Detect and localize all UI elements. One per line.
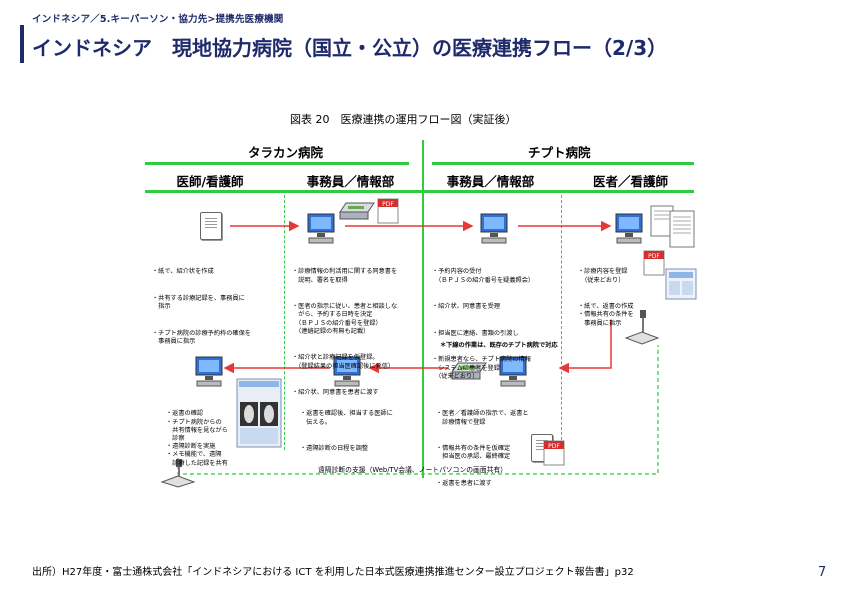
page-title: インドネシア 現地協力病院（国立・公立）の医療連携フロー（2/3） (32, 36, 668, 60)
note-cipto-doctor-top: ・診療内容を登録 （従来どおり） ・紙で、返書の作成 ・情報共有の条件を 事務員… (578, 268, 634, 327)
breadcrumb: インドネシア／5.キーパーソン・協力先>提携先医療機関 (32, 14, 284, 25)
screen-capture-icon (665, 268, 697, 300)
webcam-icon (160, 459, 196, 488)
title-accent-bar (20, 25, 24, 63)
note-tarakan-doctor-bottom: ・返書の確認 ・チプト病院からの 共有情報を見ながら 診察 ・遠隔診断を実施 ・… (166, 410, 228, 467)
computer-icon (333, 356, 361, 387)
hospital-tarakan: タラカン病院 (248, 145, 324, 160)
note-cipto-office-bottom: ・医者／看護師の指示で、返書と 診療情報で登録 ・情報共有の条件を仮確定 担当医… (436, 410, 529, 488)
pdf-icon: PDF (643, 250, 665, 276)
scanner-icon (339, 202, 375, 220)
role-divider (145, 190, 694, 193)
note-tarakan-doctor-top: ・紙で、紹介状を作成 ・共有する診療記録を、事務員に 指示 ・チプト病院の診療予… (152, 268, 251, 346)
lane-divider-left (284, 190, 285, 450)
medical-record-sheet-icon (650, 205, 695, 248)
computer-icon (615, 213, 643, 244)
hospital-divider-left (145, 162, 409, 165)
hospital-separator (422, 140, 424, 478)
scanner-icon (451, 362, 487, 380)
svg-text:PDF: PDF (648, 253, 660, 260)
hospital-cipto: チプト病院 (528, 145, 591, 160)
role-cipto-doctor: 医者／看護師 (592, 174, 668, 189)
note-cipto-office-emphasis: ＊下線の作業は、既存のチプト病院で対応 (440, 342, 558, 349)
note-tarakan-office-bottom: ・返書を確認後、担当する医師に 伝える。 ・遠隔診断の日程を調整 (300, 410, 393, 453)
role-cipto-office: 事務員／情報部 (446, 174, 535, 189)
role-tarakan-doctor: 医師/看護師 (176, 174, 244, 189)
remote-support-label: 遠隔診断の支援（Web/TV会議、ノートパソコンの画面共有） (318, 466, 508, 474)
computer-icon (480, 213, 508, 244)
figure-caption: 図表 20 医療連携の運用フロー図（実証後） (290, 113, 517, 126)
computer-icon (499, 356, 527, 387)
hospital-divider-right (432, 162, 694, 165)
computer-icon (307, 213, 335, 244)
letter-document-icon (200, 212, 222, 240)
role-tarakan-office: 事務員／情報部 (306, 174, 395, 189)
lane-divider-right (561, 190, 562, 450)
note-tarakan-office-top: ・診療情報の利活用に関する同意書を 説明、署名を取得 ・医者の指示に従い、患者と… (292, 268, 398, 397)
source-note: 出所）H27年度・富士通株式会社「インドネシアにおける ICT を利用した日本式… (32, 567, 634, 578)
svg-text:PDF: PDF (548, 443, 560, 450)
page-number: 7 (818, 565, 827, 580)
note-cipto-office-top: ・予約内容の受付 （ＢＰＪＳの紹介番号を疑義照会） ・紹介状、同意書を受理 ・担… (432, 268, 535, 380)
webcam-icon (624, 310, 660, 345)
xray-screen-icon (236, 378, 282, 448)
computer-icon (195, 356, 223, 387)
pdf-icon: PDF (543, 440, 565, 466)
pdf-icon: PDF (377, 198, 399, 224)
svg-text:PDF: PDF (382, 201, 394, 208)
